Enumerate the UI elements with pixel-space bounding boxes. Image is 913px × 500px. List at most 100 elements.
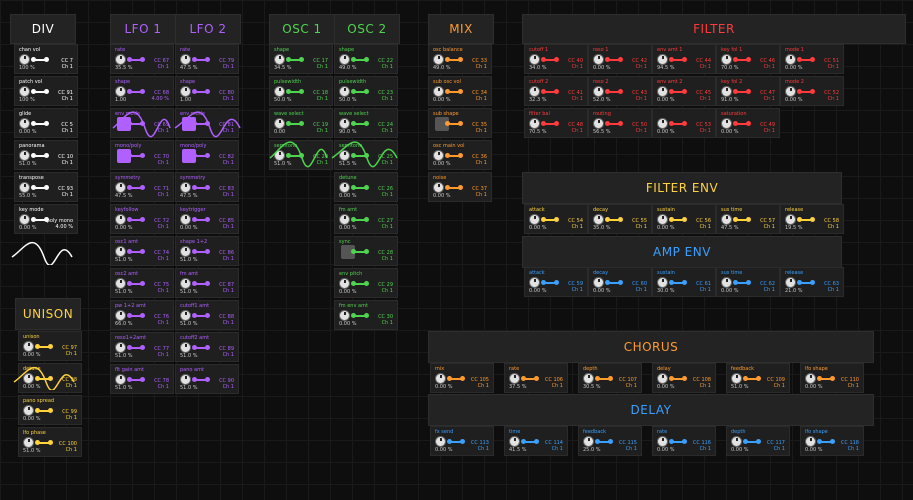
knob-icon[interactable]: [19, 182, 30, 193]
knob-icon[interactable]: [593, 277, 604, 288]
knob-icon[interactable]: [23, 437, 34, 448]
knob-icon[interactable]: [593, 118, 604, 129]
knob-icon[interactable]: [583, 373, 594, 384]
knob-icon[interactable]: [593, 86, 604, 97]
knob-icon[interactable]: [433, 54, 444, 65]
knob-icon[interactable]: [19, 86, 30, 97]
knob-icon[interactable]: [657, 214, 668, 225]
knob-icon[interactable]: [339, 310, 350, 321]
knob-icon[interactable]: [274, 54, 285, 65]
knob-icon[interactable]: [805, 436, 816, 447]
knob-icon[interactable]: [339, 54, 350, 65]
toggle-button[interactable]: [435, 117, 449, 131]
knob-icon[interactable]: [529, 54, 540, 65]
knob-icon[interactable]: [593, 54, 604, 65]
knob-icon[interactable]: [657, 86, 668, 97]
knob-icon[interactable]: [435, 436, 446, 447]
knob-icon[interactable]: [657, 373, 668, 384]
knob-icon[interactable]: [115, 342, 126, 353]
knob-icon[interactable]: [180, 246, 191, 257]
knob-icon[interactable]: [785, 54, 796, 65]
knob-icon[interactable]: [529, 86, 540, 97]
knob-icon[interactable]: [339, 86, 350, 97]
knob-icon[interactable]: [115, 246, 126, 257]
knob-icon[interactable]: [339, 278, 350, 289]
knob-icon[interactable]: [731, 373, 742, 384]
knob-icon[interactable]: [180, 374, 191, 385]
knob-icon[interactable]: [274, 118, 285, 129]
knob-icon[interactable]: [180, 278, 191, 289]
knob-icon[interactable]: [115, 86, 126, 97]
knob-icon[interactable]: [529, 214, 540, 225]
knob-icon[interactable]: [339, 214, 350, 225]
knob-icon[interactable]: [180, 310, 191, 321]
knob-icon[interactable]: [274, 86, 285, 97]
knob-icon[interactable]: [339, 118, 350, 129]
toggle-button[interactable]: [117, 149, 131, 163]
toggle-button[interactable]: [341, 245, 355, 259]
knob-icon[interactable]: [115, 54, 126, 65]
knob-icon[interactable]: [23, 405, 34, 416]
knob-icon[interactable]: [433, 150, 444, 161]
knob-icon[interactable]: [721, 277, 732, 288]
knob-icon[interactable]: [583, 436, 594, 447]
knob-icon[interactable]: [180, 182, 191, 193]
knob-icon[interactable]: [339, 150, 350, 161]
knob-icon[interactable]: [23, 373, 34, 384]
knob-icon[interactable]: [785, 214, 796, 225]
toggle-button[interactable]: [182, 149, 196, 163]
knob-icon[interactable]: [805, 373, 816, 384]
